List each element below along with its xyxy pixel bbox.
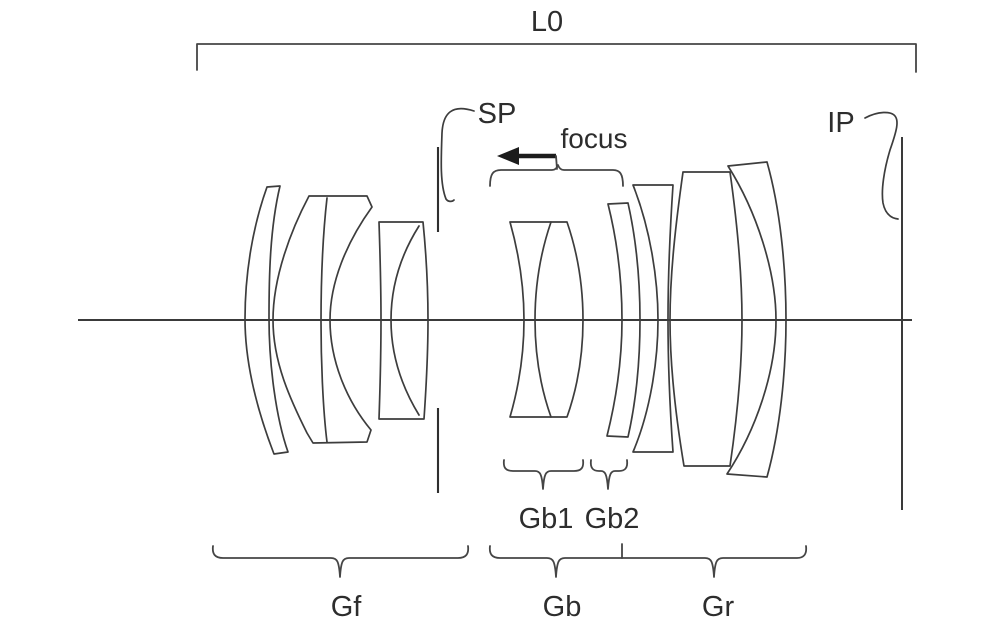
- gb-brace: [488, 545, 623, 578]
- gf-brace: [211, 545, 470, 578]
- l0-label: L0: [531, 6, 563, 38]
- gb1-brace: [502, 459, 585, 490]
- gf-element-2-doublet-outline: [272, 195, 373, 444]
- lens-group-gb: [509, 202, 641, 438]
- focus-arrow-head-icon: [497, 147, 519, 165]
- focus-indicator: [489, 147, 624, 187]
- gb-top-bracket: [489, 164, 624, 187]
- gf-element-2-cemented-surface: [320, 197, 328, 443]
- aperture-stop: [436, 107, 475, 493]
- gb2-label: Gb2: [585, 503, 640, 535]
- gb1-doublet-outline: [509, 221, 584, 418]
- ip-leader-line: [864, 111, 899, 220]
- gb2-brace: [589, 459, 629, 490]
- gr-element-3-meniscus: [726, 161, 787, 478]
- image-plane: [864, 111, 903, 510]
- gf-element-3-cemented-surface: [390, 225, 420, 416]
- lens-group-gf: [244, 185, 429, 455]
- gb-label: Gb: [543, 591, 582, 623]
- gf-element-3-doublet-outline: [378, 221, 429, 420]
- gf-label: Gf: [331, 591, 363, 623]
- gb2-meniscus: [606, 202, 641, 438]
- gr-label: Gr: [702, 591, 735, 623]
- focus-label: focus: [561, 123, 628, 154]
- l0-bracket: [196, 43, 917, 73]
- gr-element-1-waisted: [632, 184, 674, 453]
- gr-element-2-biconvex: [669, 171, 743, 467]
- sp-leader-line: [440, 107, 475, 203]
- sp-label: SP: [478, 98, 517, 130]
- ip-label: IP: [827, 107, 854, 139]
- gb1-label: Gb1: [519, 503, 574, 535]
- gb1-cemented-surface: [534, 221, 552, 418]
- lens-group-gr: [632, 161, 787, 478]
- gf-element-1-meniscus: [244, 185, 289, 455]
- gr-brace: [621, 545, 808, 578]
